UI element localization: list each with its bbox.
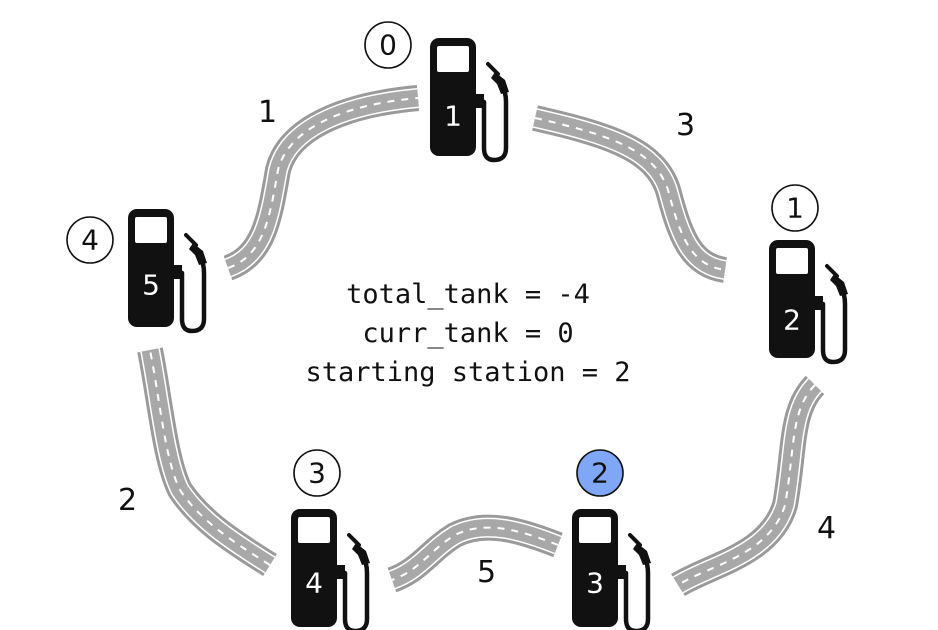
gas-pump-icon [128,209,207,331]
road-cost-1-2: 4 [817,511,836,546]
station-index-badge: 4 [66,216,114,264]
gas-pump-icon [769,240,848,362]
station-0: 1 [430,38,509,160]
road-3-4 [137,347,277,577]
road-cost-3-4: 2 [118,483,137,518]
station-index-badge: 1 [771,184,819,232]
station-index-badge: 2 [576,449,624,497]
station-gas-value: 5 [142,269,160,302]
road-2-3 [387,514,563,593]
station-gas-value: 3 [586,567,604,600]
total-tank-text: total_tank = -4 [346,279,590,310]
station-index-badge: 3 [293,449,341,497]
station-index-badge: 0 [364,21,412,69]
gas-pump-icon [572,509,651,630]
road-0-1 [532,105,728,283]
road-cost-4-0: 1 [258,95,277,130]
svg-text:2: 2 [591,457,609,490]
svg-text:4: 4 [81,224,99,257]
svg-text:0: 0 [379,29,397,62]
station-2: 3 [572,509,651,630]
road-1-2 [671,375,825,597]
station-4: 5 [128,209,207,331]
station-gas-value: 2 [783,304,801,337]
gas-pump-icon [430,38,509,160]
curr-tank-text: curr_tank = 0 [362,318,573,349]
starting-station-text: starting station = 2 [305,357,630,388]
road-cost-2-3: 5 [477,555,496,590]
gas-pump-icon [291,509,370,630]
station-gas-value: 4 [305,567,323,600]
road-4-0 [222,85,420,281]
svg-text:1: 1 [786,192,804,225]
station-1: 2 [769,240,848,362]
svg-text:3: 3 [308,457,326,490]
station-3: 4 [291,509,370,630]
station-gas-value: 1 [444,100,462,133]
road-cost-0-1: 3 [676,108,695,143]
